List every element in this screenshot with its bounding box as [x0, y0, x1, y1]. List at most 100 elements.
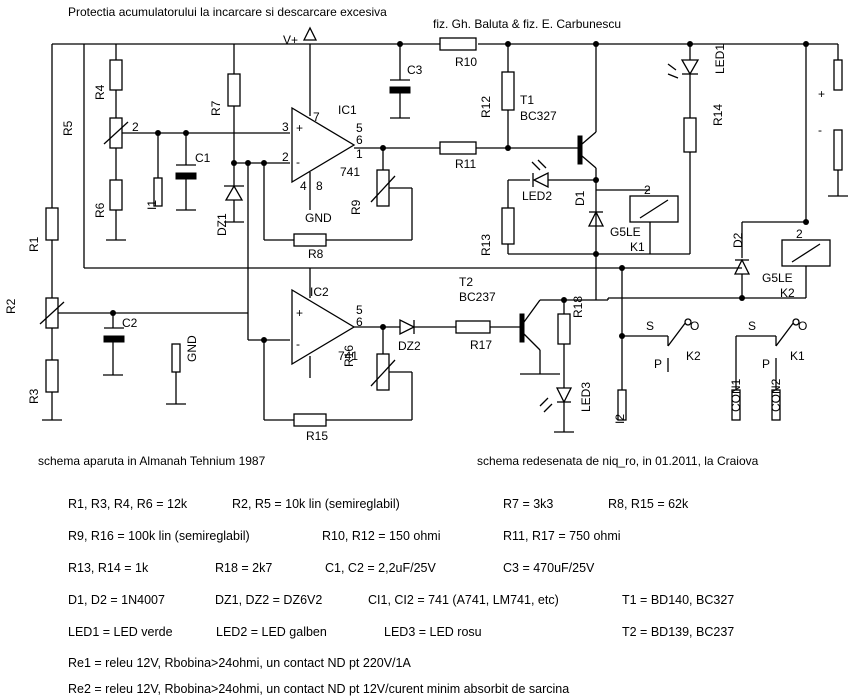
part-t2: T2 = BD139, BC237: [622, 625, 735, 639]
part-r8: R8, R15 = 62k: [608, 497, 689, 511]
svg-text:O: O: [690, 319, 699, 333]
svg-text:7: 7: [313, 110, 320, 124]
svg-text:+: +: [296, 306, 303, 320]
part-dz1: DZ1, DZ2 = DZ6V2: [215, 593, 323, 607]
svg-text:G5LE: G5LE: [610, 225, 641, 239]
connector-top: [833, 59, 843, 91]
svg-text:R2: R2: [4, 298, 18, 314]
svg-text:D1: D1: [573, 190, 587, 206]
svg-text:+: +: [818, 87, 825, 101]
resistor-r8: [293, 233, 327, 247]
part-r2: R2, R5 = 10k lin (semireglabil): [232, 497, 400, 511]
svg-text:8: 8: [316, 179, 323, 193]
resistor-r6: [109, 179, 123, 211]
resistor-r18: [557, 313, 571, 345]
resistor-r1: [45, 207, 59, 241]
svg-text:K1: K1: [790, 349, 805, 363]
schematic-authors: fiz. Gh. Baluta & fiz. E. Carbunescu: [433, 17, 621, 31]
connector-bottom: [833, 129, 843, 171]
schematic-title: Protectia acumulatorului la incarcare si…: [68, 5, 387, 19]
part-led3: LED3 = LED rosu: [384, 625, 482, 639]
svg-text:P: P: [762, 357, 770, 371]
part-r1: R1, R3, R4, R6 = 12k: [68, 497, 188, 511]
svg-text:R12: R12: [479, 96, 493, 118]
part-r18: R18 = 2k7: [215, 561, 273, 575]
svg-text:R6: R6: [93, 202, 107, 218]
svg-text:I2: I2: [613, 414, 627, 424]
svg-text:S: S: [748, 319, 756, 333]
vplus-arrow-icon: [302, 26, 318, 41]
svg-text:K2: K2: [780, 286, 795, 300]
svg-text:O: O: [798, 319, 807, 333]
redraw-note: schema redesenata de niq_ro, in 01.2011,…: [477, 454, 759, 468]
svg-text:K2: K2: [686, 349, 701, 363]
part-ci1: CI1, CI2 = 741 (A741, LM741, etc): [368, 593, 559, 607]
opamp-ic1: [291, 106, 356, 184]
svg-text:2: 2: [132, 120, 139, 134]
label-r10: R10: [455, 55, 477, 69]
svg-text:DZ1: DZ1: [215, 213, 229, 236]
opamp-ic2: [291, 288, 356, 366]
svg-text:2: 2: [644, 183, 651, 197]
part-d1: D1, D2 = 1N4007: [68, 593, 165, 607]
svg-text:P: P: [654, 357, 662, 371]
label-ic2: IC2: [310, 285, 329, 299]
svg-text:CON1: CON1: [729, 378, 743, 412]
svg-text:741: 741: [340, 165, 360, 179]
svg-text:5: 5: [356, 303, 363, 317]
svg-text:GND: GND: [185, 335, 199, 362]
svg-text:GND: GND: [305, 211, 332, 225]
label-c1: C1: [195, 151, 211, 165]
svg-text:-: -: [818, 123, 822, 137]
svg-text:R1: R1: [27, 236, 41, 252]
svg-text:R18: R18: [571, 296, 585, 318]
svg-text:-: -: [296, 155, 300, 169]
svg-text:1: 1: [356, 147, 363, 161]
svg-text:I1: I1: [145, 200, 159, 210]
source-note: schema aparuta in Almanah Tehnium 1987: [38, 454, 266, 468]
svg-text:G5LE: G5LE: [762, 271, 793, 285]
transistor-t2: [519, 313, 525, 343]
svg-text:+: +: [296, 121, 303, 135]
svg-text:6: 6: [356, 133, 363, 147]
connector-con2: [771, 389, 781, 421]
svg-text:LED3: LED3: [579, 382, 593, 412]
part-led1: LED1 = LED verde: [68, 625, 173, 639]
resistor-r12: [501, 71, 515, 111]
resistor-r11: [439, 141, 477, 155]
svg-text:741: 741: [338, 349, 358, 363]
resistor-r3: [45, 359, 59, 393]
connector-i1: [153, 177, 163, 207]
svg-text:R17: R17: [470, 338, 492, 352]
gnd-connector: [171, 343, 181, 373]
svg-text:R13: R13: [479, 234, 493, 256]
connector-i2: [617, 389, 627, 421]
part-r11: R11, R17 = 750 ohmi: [503, 529, 621, 543]
resistor-r10: [439, 37, 477, 51]
svg-text:3: 3: [282, 120, 289, 134]
potentiometer-r9: [376, 169, 390, 207]
resistor-r14: [683, 117, 697, 153]
svg-text:BC327: BC327: [520, 109, 557, 123]
svg-text:CON2: CON2: [769, 378, 783, 412]
svg-text:DZ2: DZ2: [398, 339, 421, 353]
part-r10: R10, R12 = 150 ohmi: [322, 529, 441, 543]
svg-text:LED2: LED2: [522, 189, 552, 203]
part-c3: C3 = 470uF/25V: [503, 561, 595, 575]
part-led2: LED2 = LED galben: [216, 625, 327, 639]
svg-text:2: 2: [796, 227, 803, 241]
svg-text:R4: R4: [93, 84, 107, 100]
part-re1: Re1 = releu 12V, Rbobina>24ohmi, un cont…: [68, 656, 411, 670]
svg-text:BC237: BC237: [459, 290, 496, 304]
potentiometer-r16: [376, 353, 390, 391]
svg-text:R15: R15: [306, 429, 328, 443]
svg-text:R5: R5: [61, 120, 75, 136]
led3-light-icon: [539, 397, 553, 413]
resistor-r7: [227, 73, 241, 107]
part-r7: R7 = 3k3: [503, 497, 554, 511]
svg-text:D2: D2: [731, 232, 745, 248]
part-re2: Re2 = releu 12V, Rbobina>24ohmi, un cont…: [68, 682, 570, 696]
svg-text:K1: K1: [630, 240, 645, 254]
svg-text:R8: R8: [308, 247, 324, 261]
part-c1: C1, C2 = 2,2uF/25V: [325, 561, 436, 575]
